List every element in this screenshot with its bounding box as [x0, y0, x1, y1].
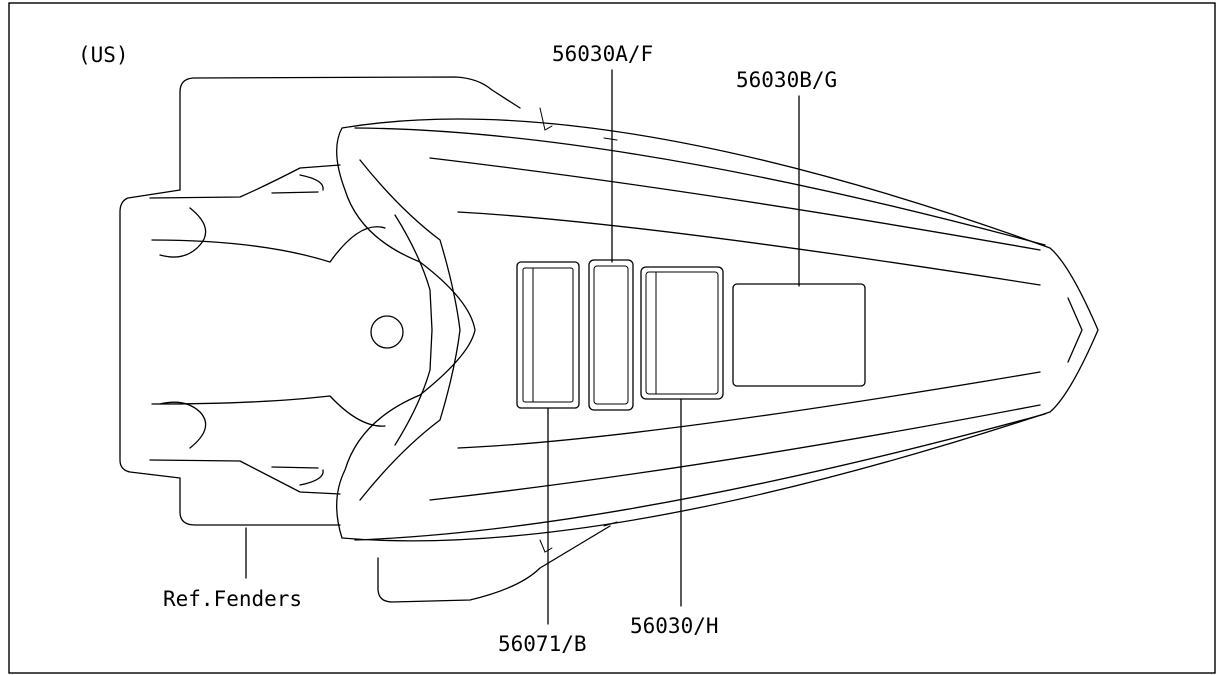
diagram-frame — [8, 2, 1216, 674]
decal-56030b-g — [732, 283, 866, 387]
region-label: (US) — [78, 43, 129, 67]
tail-cowl-outline — [336, 107, 1099, 553]
rear-fender-outline — [119, 76, 611, 603]
label-56030b-g: 56030B/G — [736, 68, 837, 92]
label-56030a-f: 56030A/F — [552, 42, 653, 66]
mount-hole — [370, 315, 404, 349]
label-ref-fenders: Ref.Fenders — [163, 587, 302, 611]
label-56030-h: 56030/H — [630, 614, 719, 638]
label-56071-b: 56071/B — [498, 632, 587, 656]
decal-56030-h — [640, 266, 724, 400]
decal-56071-b — [516, 261, 580, 409]
decal-56030a-f — [588, 259, 634, 411]
